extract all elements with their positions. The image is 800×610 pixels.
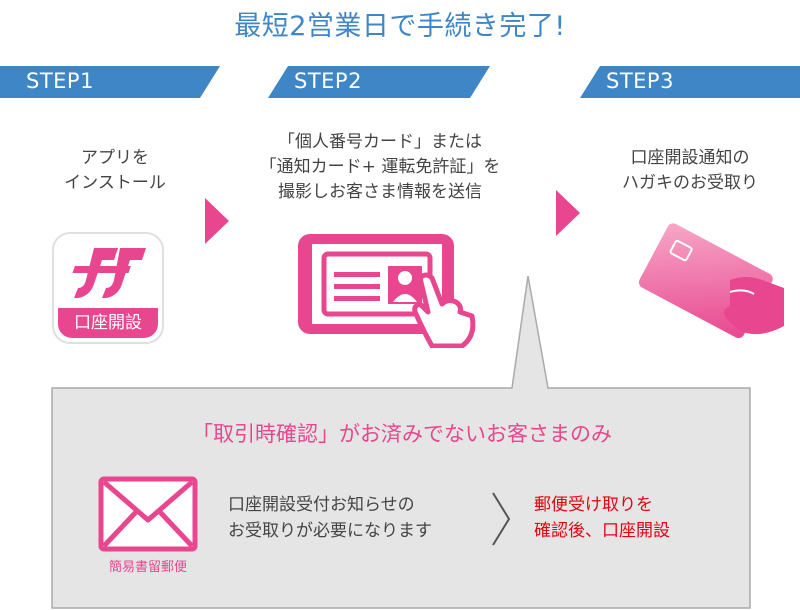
arrow-right-icon (556, 190, 580, 236)
arrow-right-icon (205, 198, 229, 244)
envelope-icon (98, 476, 198, 552)
mail-caption: 簡易書留郵便 (108, 560, 187, 575)
step3-banner: STEP3 (580, 66, 800, 98)
headline: 最短2営業日で手続き完了! (234, 11, 566, 42)
notice-result: 郵便受け取りを 確認後、口座開設 (534, 495, 670, 541)
step3-text: 口座開設通知の ハガキのお受取り (622, 148, 758, 193)
app-icon-label: 口座開設 (58, 308, 158, 338)
step2-banner: STEP2 (268, 66, 490, 98)
notice-heading: 「取引時確認」がお済みでないお客さまのみ (192, 422, 612, 446)
app-icon: 口座開設 (52, 232, 164, 344)
step3-label: STEP3 (606, 69, 674, 93)
step2-text: 「個人番号カード」または 「通知カード+ 運転免許証」を 撮影しお客さま情報を送… (259, 132, 501, 202)
tablet-id-card-icon (298, 234, 476, 348)
step2-label: STEP2 (294, 69, 362, 93)
notice-box (51, 275, 751, 609)
step1-banner: STEP1 (0, 66, 220, 98)
app-logo-icon (72, 248, 146, 298)
hand-card-icon (638, 223, 784, 339)
notice-description: 口座開設受付お知らせの お受取りが必要になります (228, 495, 432, 541)
step1-text: アプリを インストール (64, 148, 166, 193)
chevron-right-icon (492, 492, 511, 546)
step1-label: STEP1 (26, 69, 94, 93)
